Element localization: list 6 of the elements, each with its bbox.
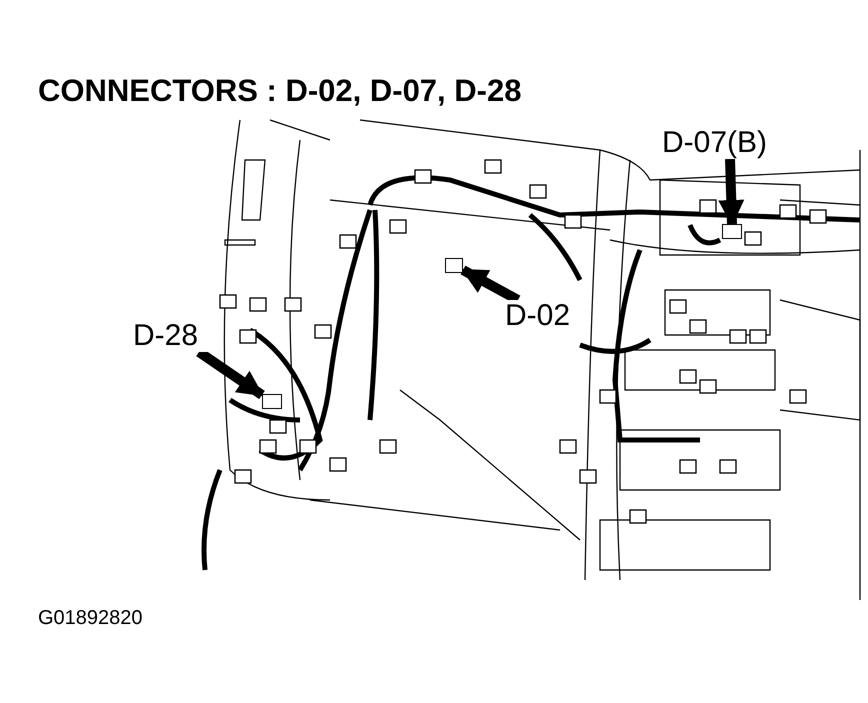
connector-block — [445, 258, 463, 273]
connector-block — [262, 394, 282, 409]
connector-block — [722, 224, 742, 239]
figure-code: G01892820 — [38, 608, 143, 628]
callout-arrow — [718, 158, 744, 226]
diagram-title: CONNECTORS : D-02, D-07, D-28 — [38, 75, 522, 106]
